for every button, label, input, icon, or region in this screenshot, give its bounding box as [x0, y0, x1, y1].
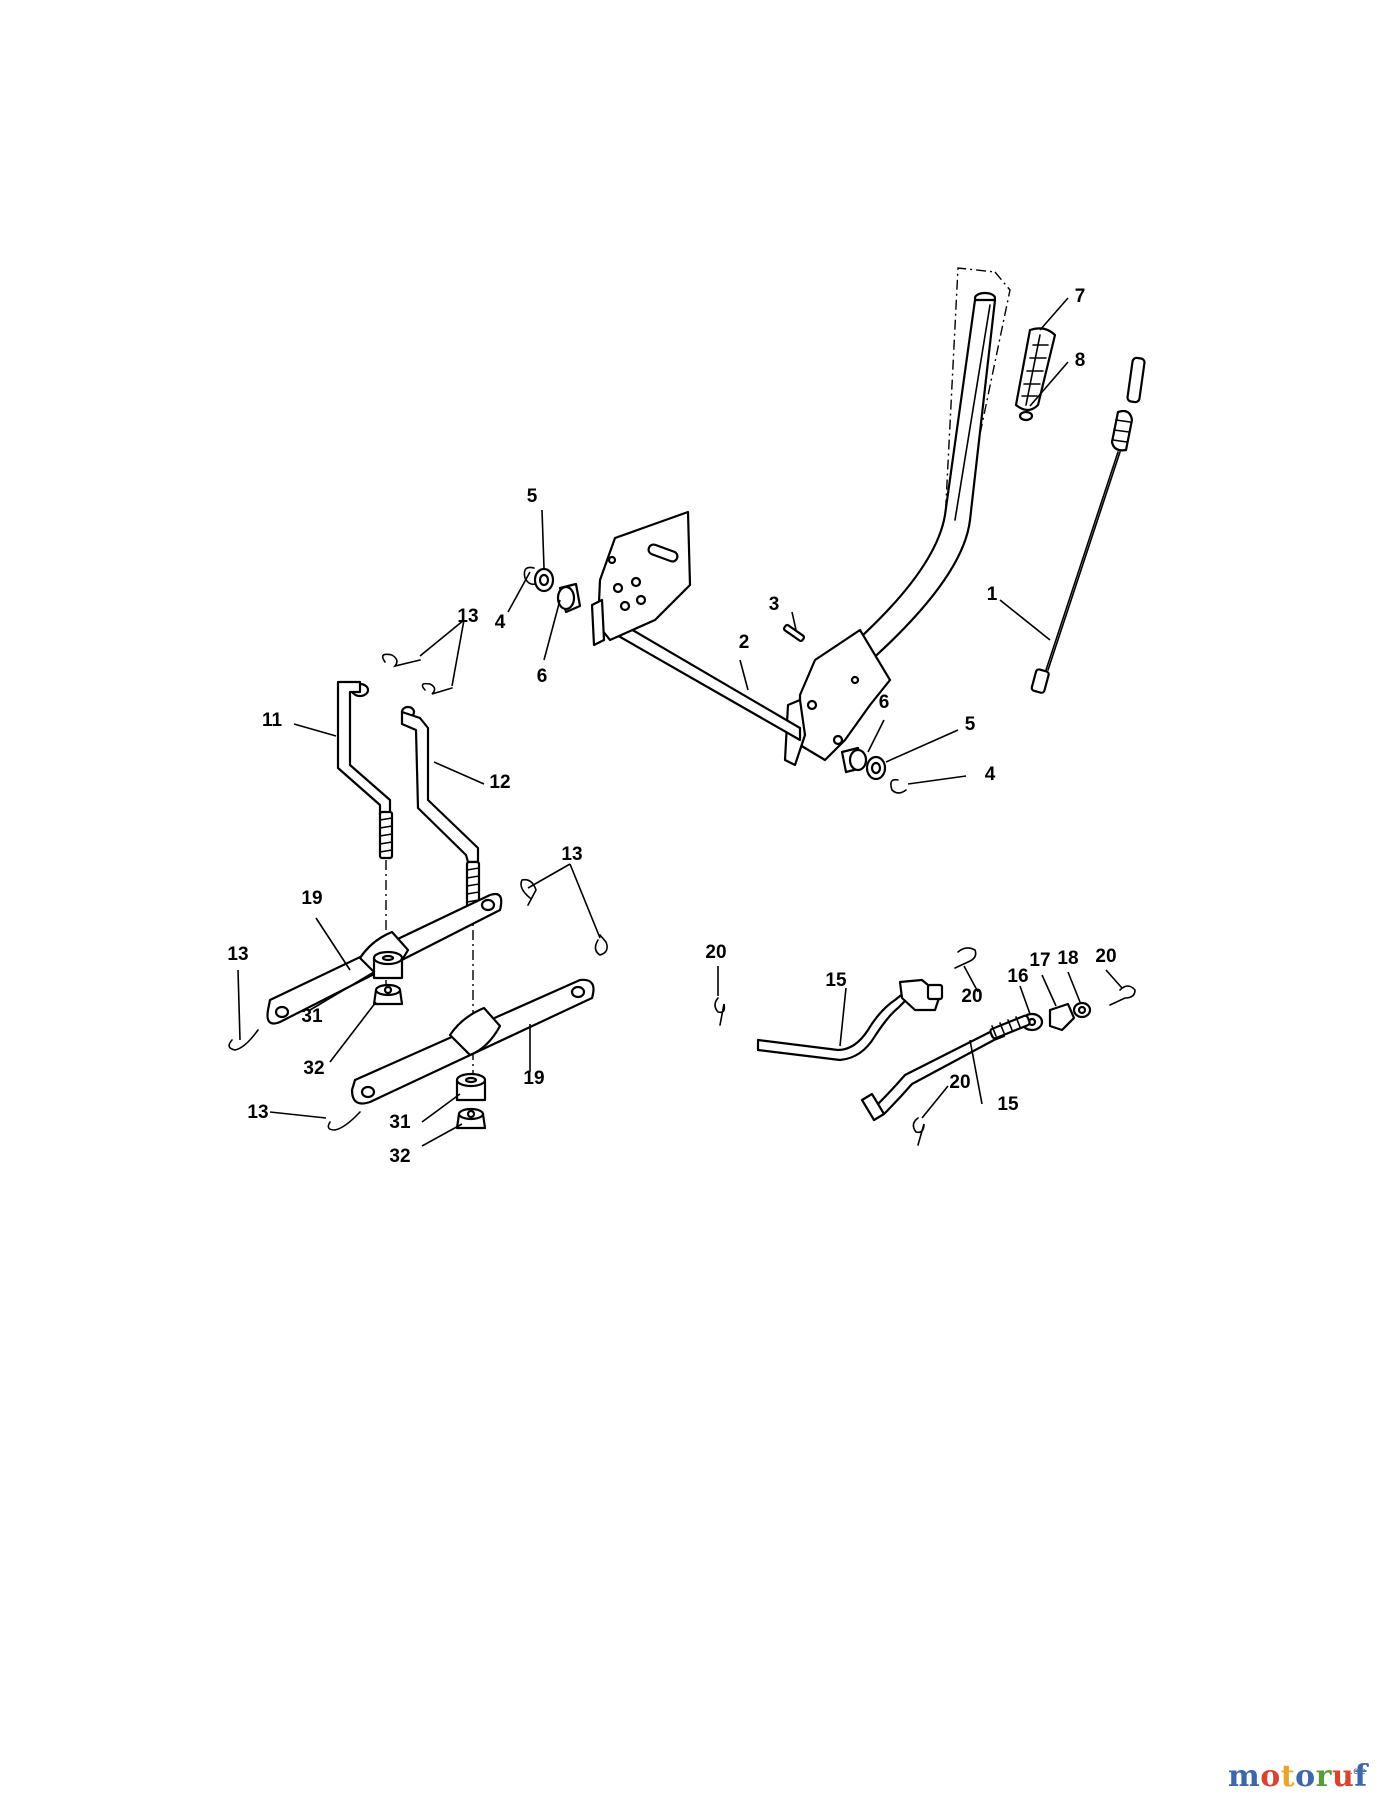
callout-15-lower: 15 [997, 1094, 1019, 1115]
watermark-letter: m [1228, 1759, 1260, 1794]
callout-20-left: 20 [705, 942, 726, 963]
part-12-link [400, 705, 481, 910]
watermark-letter: u [1332, 1759, 1354, 1794]
watermark-letter: o [1295, 1759, 1316, 1794]
part-5-washer-left [533, 567, 555, 593]
part-1-rod [1030, 356, 1146, 694]
part-20-clip-upper [954, 947, 977, 969]
part-2-shaft [603, 614, 802, 742]
callout-13-left: 13 [227, 944, 248, 965]
callout-15-upper: 15 [825, 970, 847, 991]
callout-19-lower: 19 [523, 1068, 544, 1089]
part-20-clip-bottom [912, 1117, 925, 1146]
callout-3: 3 [769, 594, 780, 615]
part-32-nut-upper [372, 983, 404, 1006]
part-6-bushing-left [556, 582, 582, 614]
callout-17: 17 [1029, 950, 1050, 971]
callout-4-left: 4 [495, 612, 506, 633]
callout-7: 7 [1075, 286, 1086, 307]
callout-20-bottom: 20 [949, 1072, 970, 1093]
watermark-letter: f [1354, 1759, 1369, 1794]
watermark-letter: o [1260, 1759, 1281, 1794]
callout-1: 1 [987, 584, 998, 605]
part-6-bushing-right [840, 746, 868, 774]
part-31-spacer-upper [372, 950, 404, 980]
callout-20-upper: 20 [961, 986, 982, 1007]
callout-20-right: 20 [1095, 946, 1116, 967]
part-20-clip-right [1109, 985, 1136, 1006]
part-13-clip-left-upper [228, 1029, 259, 1051]
callout-4-right: 4 [985, 764, 996, 785]
part-3-key [782, 623, 806, 643]
part-13-clips-middle [520, 878, 608, 956]
callout-13-bottom: 13 [247, 1102, 268, 1123]
part-5-washer-right [865, 755, 887, 781]
callout-32-upper: 32 [303, 1058, 324, 1079]
callout-19-upper: 19 [301, 888, 322, 909]
part-19-bar-lower [350, 978, 595, 1105]
callout-11: 11 [262, 710, 283, 731]
part-32-nut-lower [455, 1107, 487, 1130]
part-20-clip-left [714, 997, 726, 1026]
watermark-letter: r [1316, 1759, 1333, 1794]
watermark-logo: motoruf .de [1228, 1759, 1369, 1794]
callout-18: 18 [1057, 948, 1078, 969]
callout-12: 12 [489, 772, 510, 793]
part-11-link [336, 680, 394, 860]
leader-lines [237, 297, 1123, 1147]
callout-32-lower: 32 [389, 1146, 410, 1167]
callout-13-top: 13 [457, 606, 478, 627]
callout-8: 8 [1075, 350, 1086, 371]
part-13-clips-top [381, 653, 453, 695]
callout-31-lower: 31 [389, 1112, 411, 1133]
part-4-clip-right [890, 778, 907, 794]
watermark-suffix: .de [1350, 1766, 1366, 1777]
part-13-clip-left-lower [327, 1111, 361, 1131]
callout-16: 16 [1007, 966, 1028, 987]
part-31-spacer-lower [455, 1072, 487, 1102]
part-15-rod-upper [756, 978, 944, 1062]
callout-31-upper: 31 [301, 1006, 323, 1027]
callout-13-middle: 13 [561, 844, 582, 865]
callouts: 7 8 1 2 3 5 4 6 6 5 4 13 11 12 13 19 13 … [227, 286, 1116, 1167]
part-8-cap [1018, 410, 1034, 422]
callout-5-left: 5 [527, 486, 538, 507]
callout-2: 2 [739, 632, 750, 653]
callout-5-right: 5 [965, 714, 976, 735]
lift-handle [783, 291, 997, 767]
callout-6-left: 6 [537, 666, 548, 687]
mounting-plate [590, 510, 692, 647]
watermark-text: motoruf [1228, 1759, 1369, 1794]
watermark-letter: t [1281, 1759, 1295, 1794]
callout-6-right: 6 [879, 692, 890, 713]
part-17-block [1048, 1002, 1076, 1032]
part-18-nut [1072, 1001, 1092, 1019]
